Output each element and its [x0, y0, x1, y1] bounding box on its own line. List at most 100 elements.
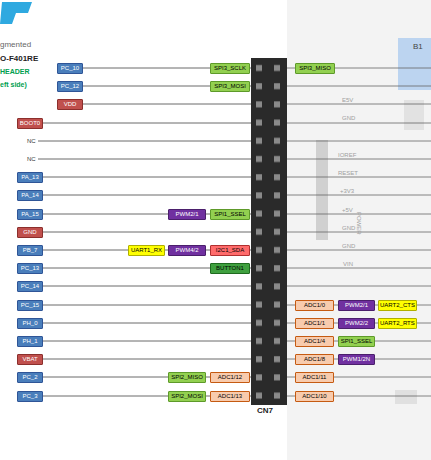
connector-strip: [316, 140, 328, 240]
pin-name: ADC1/4: [304, 338, 325, 344]
pin-box: SPI3_SCLK: [210, 63, 250, 74]
header-pins: [251, 59, 287, 405]
pin-box: PC_12: [57, 81, 83, 92]
leader-line: [278, 286, 431, 287]
pin-box: ADC1/12: [210, 372, 250, 383]
no-connect: NC: [27, 138, 36, 144]
pin-box: ADC1/8: [295, 354, 334, 365]
board-area: [287, 0, 431, 460]
leader-line: [278, 250, 431, 251]
pin-box: PWM1/2N: [338, 354, 375, 365]
pin-name: PC_2: [22, 374, 37, 380]
pin-name: PB_7: [23, 247, 38, 253]
pin-name: PC_13: [21, 265, 39, 271]
pin-box: ADC1/1: [295, 318, 334, 329]
pin-name: UART1_RX: [131, 247, 162, 253]
leader-line: [43, 123, 258, 124]
pin-name: PWM2/2: [345, 320, 368, 326]
pin-name: ADC1/10: [302, 393, 326, 399]
leader-line: [278, 86, 431, 87]
leader-line: [278, 141, 431, 142]
pin-box: SPI2_MOSI: [168, 391, 206, 402]
left-leader-lines: [38, 68, 258, 396]
leader-line: [43, 323, 258, 324]
pin-name: BUTTON1: [216, 265, 244, 271]
connector-name: CN7: [257, 407, 273, 415]
leader-line: [43, 305, 258, 306]
leader-line: [38, 159, 258, 160]
pin-box: PC_13: [17, 263, 43, 274]
leader-line: [43, 359, 258, 360]
silkscreen-text: VIN: [343, 261, 353, 267]
pin-name: ADC1/1: [304, 320, 325, 326]
leader-line: [278, 177, 431, 178]
pin-name: PWM2/1: [345, 302, 368, 308]
pin-name: SPI2_MOSI: [171, 393, 203, 399]
pin-box: PA_13: [17, 172, 43, 183]
st-logo: [0, 2, 32, 24]
pin-box: VBAT: [17, 354, 43, 365]
leader-line: [43, 232, 258, 233]
leader-line: [43, 177, 258, 178]
pin-box: PA_15: [17, 209, 43, 220]
pin-name: ADC1/13: [218, 393, 242, 399]
silkscreen-text: GND: [342, 225, 355, 231]
leader-line: [278, 104, 431, 105]
pin-name: ADC1/12: [218, 374, 242, 380]
pin-name: PWM4/2: [175, 247, 198, 253]
pin-name: SPI1_SSEL: [341, 338, 373, 344]
pin-box: PWM2/1: [338, 300, 375, 311]
pin-box: BOOT0: [17, 118, 43, 129]
pin-box: ADC1/10: [295, 391, 334, 402]
pin-name: PH_1: [22, 338, 37, 344]
pin-box: PC_3: [17, 391, 43, 402]
pin-box: I2C1_SDA: [210, 245, 250, 256]
pin-name: SPI3_SCLK: [214, 65, 246, 71]
right-leader-lines: [278, 68, 431, 396]
pin-name: ADC1/0: [304, 302, 325, 308]
board-name: O-F401RE: [0, 55, 38, 63]
pin-name: SPI3_MOSI: [214, 83, 246, 89]
pin-name: ADC1/8: [304, 356, 325, 362]
pin-name: VDD: [64, 101, 77, 107]
pin-name: SPI1_SSEL: [214, 211, 246, 217]
pin-box: SPI2_MISO: [168, 372, 206, 383]
pin-name: PC_10: [61, 65, 79, 71]
silkscreen-text: +5V: [342, 207, 353, 213]
pin-box: ADC1/13: [210, 391, 250, 402]
pin-name: PWM2/1: [175, 211, 198, 217]
pin-name: UART2_RTS: [380, 320, 415, 326]
header-title: HEADER: [0, 68, 30, 75]
pin-box: UART2_RTS: [378, 318, 417, 329]
silkscreen-text: POWER: [356, 212, 362, 235]
pin-name: PA_14: [21, 192, 39, 198]
leader-line: [38, 141, 258, 142]
pin-name: SPI2_MISO: [171, 374, 203, 380]
component: [395, 390, 417, 404]
pin-name: SPI3_MISO: [299, 65, 331, 71]
pin-box: PC_2: [17, 372, 43, 383]
pin-name: PC_12: [61, 83, 79, 89]
pin-box: PC_14: [17, 281, 43, 292]
pin-name: PWM1/2N: [343, 356, 370, 362]
pin-box: PB_7: [17, 245, 43, 256]
pin-name: UART2_CTS: [380, 302, 415, 308]
no-connect: NC: [27, 156, 36, 162]
silkscreen-text: +3V3: [340, 188, 354, 194]
leader-line: [278, 159, 431, 160]
pin-box: BUTTON1: [210, 263, 250, 274]
pin-name: PA_13: [21, 174, 39, 180]
leader-line: [278, 123, 431, 124]
pin-name: I2C1_SDA: [216, 247, 244, 253]
pin-name: PA_15: [21, 211, 39, 217]
pin-box: ADC1/4: [295, 336, 334, 347]
pin-box: PWM2/2: [338, 318, 375, 329]
leader-line: [278, 195, 431, 196]
pin-name: PC_3: [22, 393, 37, 399]
leader-line: [278, 232, 431, 233]
pin-name: VBAT: [22, 356, 37, 362]
pin-box: PH_0: [17, 318, 43, 329]
pin-name: GND: [23, 229, 36, 235]
pin-box: UART2_CTS: [378, 300, 417, 311]
component: [404, 100, 424, 130]
